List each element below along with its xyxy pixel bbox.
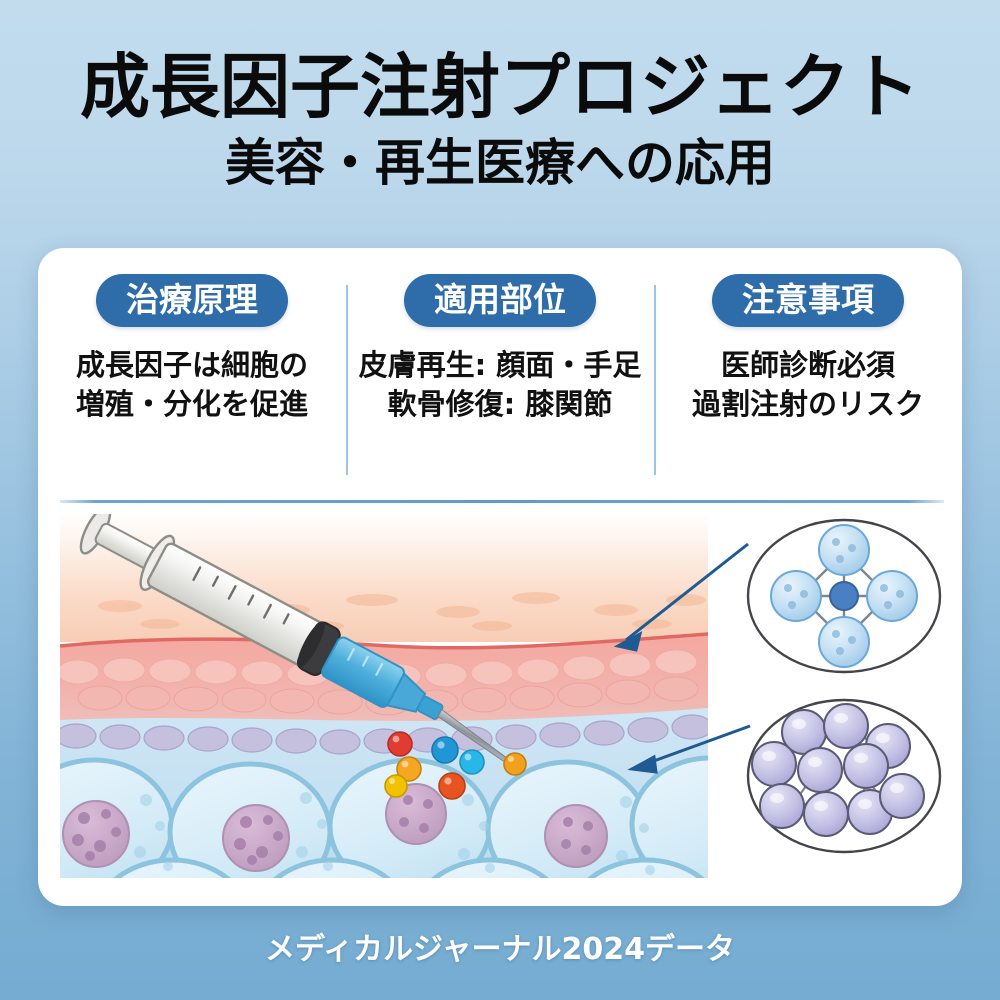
- info-columns: 治療原理 成長因子は細胞の 増殖・分化を促進 適用部位 皮膚再生: 顔面・手足 …: [38, 274, 962, 488]
- particle-cyan: [459, 749, 485, 775]
- callout-2-highlights: [762, 713, 904, 811]
- content-card: 治療原理 成長因子は細胞の 増殖・分化を促進 適用部位 皮膚再生: 顔面・手足 …: [38, 248, 962, 906]
- info-line-2: 軟骨修復: 膝関節: [387, 387, 613, 422]
- syringe: [79, 514, 518, 770]
- syringe-hub: [385, 672, 427, 713]
- info-line-1: 成長因子は細胞の: [75, 348, 308, 382]
- particle-orange: [503, 752, 527, 776]
- page-header: 成長因子注射プロジェクト 美容・再生医療への応用: [0, 0, 1000, 188]
- callout-1-cells: [770, 524, 918, 668]
- info-column-application-site: 適用部位 皮膚再生: 顔面・手足 軟骨修復: 膝関節: [346, 274, 654, 488]
- info-column-precautions: 注意事項 医師診断必須 過割注射のリスク: [654, 274, 962, 488]
- callout-1-center-node: [829, 581, 859, 611]
- badge-precautions[interactable]: 注意事項: [712, 274, 904, 327]
- dermis-top-border: [60, 632, 708, 650]
- page-subtitle: 美容・再生医療への応用: [225, 134, 775, 192]
- info-line-2: 過割注射のリスク: [691, 387, 924, 422]
- arrow-head-bottom: [627, 754, 658, 774]
- illustration-panel: [60, 514, 944, 878]
- particle-yellow: [384, 774, 408, 798]
- graduation-marks: [192, 566, 290, 625]
- page-title: 成長因子注射プロジェクト: [80, 46, 920, 128]
- info-body-application-site: 皮膚再生: 顔面・手足 軟骨修復: 膝関節: [359, 346, 642, 425]
- arrow-head-top: [613, 631, 643, 652]
- info-line-2: 増殖・分化を促進: [75, 387, 308, 422]
- callout-2-cells: [751, 703, 925, 837]
- growth-factor-particles: [384, 731, 527, 800]
- arrow-line-bottom: [639, 724, 751, 768]
- particle-highlights: [389, 735, 514, 785]
- callout-1-cell-speckles: [784, 538, 904, 655]
- fluid-chamber-ticks: [347, 648, 384, 676]
- nucleus-speckles: [72, 795, 593, 865]
- callout-regenerated-cell-network: [746, 698, 942, 854]
- info-column-treatment-principle: 治療原理 成長因子は細胞の 増殖・分化を促進: [38, 274, 346, 488]
- badge-treatment-principle[interactable]: 治療原理: [96, 274, 288, 327]
- particle-red-orange: [438, 772, 466, 800]
- basal-cell-row: [60, 714, 708, 755]
- callout-leader-arrows: [613, 542, 751, 774]
- info-line-1: 医師診断必須: [720, 348, 895, 382]
- info-line-1: 皮膚再生: 顔面・手足: [358, 348, 642, 382]
- cytoplasm-speckles: [134, 792, 655, 875]
- info-body-precautions: 医師診断必須 過割注射のリスク: [692, 346, 924, 425]
- arrow-line-top: [625, 542, 749, 642]
- info-body-treatment-principle: 成長因子は細胞の 増殖・分化を促進: [76, 346, 308, 425]
- particle-blue: [431, 736, 459, 764]
- section-divider: [60, 500, 944, 503]
- badge-application-site[interactable]: 適用部位: [404, 274, 596, 327]
- stopper-ring: [297, 621, 325, 668]
- callout-growth-factor-receptor-cluster: [746, 518, 942, 674]
- dermis-cell-row-2: [77, 676, 699, 716]
- source-caption: メディカルジャーナル2024データ: [265, 932, 735, 967]
- particle-red: [387, 731, 413, 757]
